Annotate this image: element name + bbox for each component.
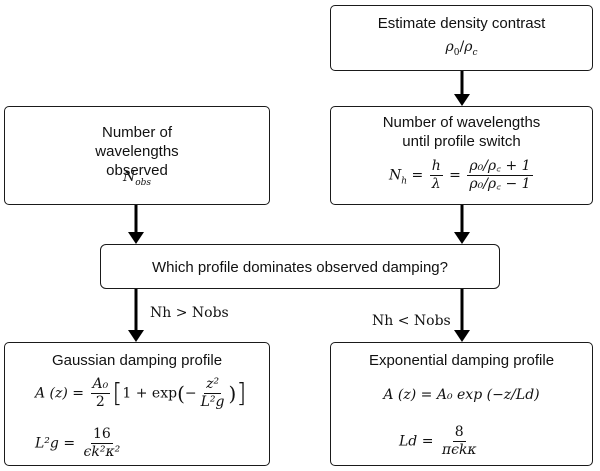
arrow-decision-to-gaussian: [128, 289, 144, 342]
observed-formula: Nobs: [122, 169, 152, 188]
node-switch-title: Number of wavelengths until profile swit…: [382, 114, 541, 150]
node-observed-title: Number of wavelengths observed: [95, 124, 179, 179]
node-decision: Which profile dominates observed damping…: [100, 244, 500, 289]
node-density-contrast: Estimate density contrast ρ0/ρc: [330, 5, 593, 71]
arrow-switch-to-decision: [454, 205, 470, 244]
density-ratio-formula: ρ0/ρc: [445, 39, 478, 58]
node-exponential-profile: Exponential damping profile A (z) = A₀ e…: [330, 342, 593, 466]
node-exponential-title: Exponential damping profile: [368, 352, 555, 369]
condition-right: Nh < Nobs: [372, 313, 451, 329]
exponential-amplitude-formula: A (z) = A₀ exp (−z/Ld): [383, 387, 540, 403]
condition-left: Nh > Nobs: [150, 305, 229, 321]
node-density-title: Estimate density contrast: [377, 15, 546, 32]
node-decision-title: Which profile dominates observed damping…: [152, 259, 448, 276]
node-wavelengths-switch: Number of wavelengths until profile swit…: [330, 106, 593, 205]
arrow-density-to-switch: [454, 71, 470, 106]
node-gaussian-title: Gaussian damping profile: [51, 352, 223, 369]
node-wavelengths-observed: Number of wavelengths observed Nobs: [4, 106, 270, 205]
arrow-observed-to-decision: [128, 205, 144, 244]
arrow-decision-to-exponential: [454, 289, 470, 342]
